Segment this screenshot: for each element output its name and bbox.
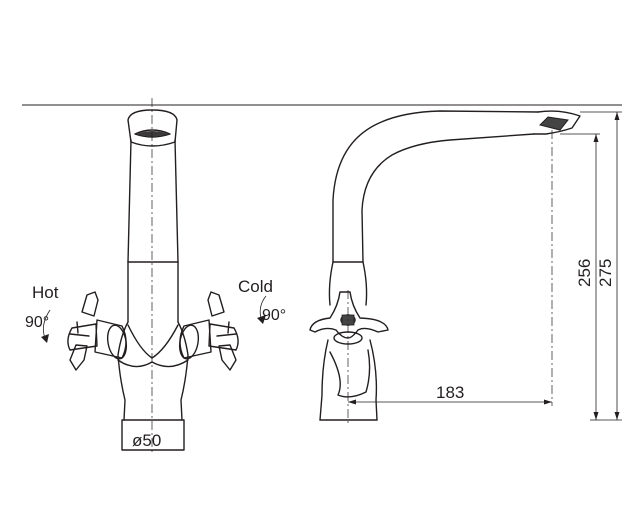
spout-inner-curve [361,133,535,263]
hot-label: Hot [32,283,59,302]
total-height-arrow-bottom [614,412,620,420]
spout-height-label: 256 [575,259,594,287]
reach-arrow-left [348,399,356,405]
cold-handle-arm-bottom [218,344,237,371]
front-body-curve-left [117,359,153,368]
front-body-curve-right [151,359,189,368]
hot-angle-label: 90° [25,314,49,331]
cold-label: Cold [238,277,273,296]
front-body-crotch [127,324,179,359]
side-body-right-upper [362,261,368,306]
dimensions: 183 256 275 [348,111,622,421]
front-spout-cap [127,109,178,147]
total-height-arrow-top [614,112,620,120]
front-body-right [174,139,179,263]
reach-label: 183 [436,383,464,402]
front-lower-body-right [177,321,189,421]
front-lower-body-left [117,321,129,421]
hot-handle-arm-bottom [69,344,88,371]
cold-handle-arm-top [207,291,225,317]
side-lower-left [319,339,329,421]
side-body-bulge [329,349,371,398]
front-view: Hot 90° Cold 90° ø50 [25,98,286,452]
reach-arrow-right [544,399,552,405]
front-aerator [134,129,171,138]
total-height-label: 275 [596,259,615,287]
hot-handle-detail [69,321,90,337]
cold-rotation-arrowhead [257,315,266,324]
spout-outer-curve [332,110,539,263]
front-base [121,419,185,451]
spout-height-arrow-bottom [593,412,599,420]
base-diameter-label: ø50 [132,431,161,450]
cold-handle-hub [208,323,239,351]
cold-rotation-arc [259,295,267,319]
spout-aerator [539,116,569,131]
hot-valve-face [106,324,128,360]
side-view [309,110,581,425]
side-lower-right [369,339,378,421]
hot-handle-hub [67,323,98,351]
front-body-left [127,139,132,263]
hot-rotation-arrowhead [41,334,49,343]
hot-handle-arm-top [81,291,99,317]
front-aerator-fill [136,131,169,137]
side-body-left-upper [328,261,334,306]
cold-handle-detail [216,321,237,337]
cold-angle-label: 90° [262,307,286,324]
cold-valve-face [178,324,200,360]
spout-height-arrow-top [593,134,599,142]
